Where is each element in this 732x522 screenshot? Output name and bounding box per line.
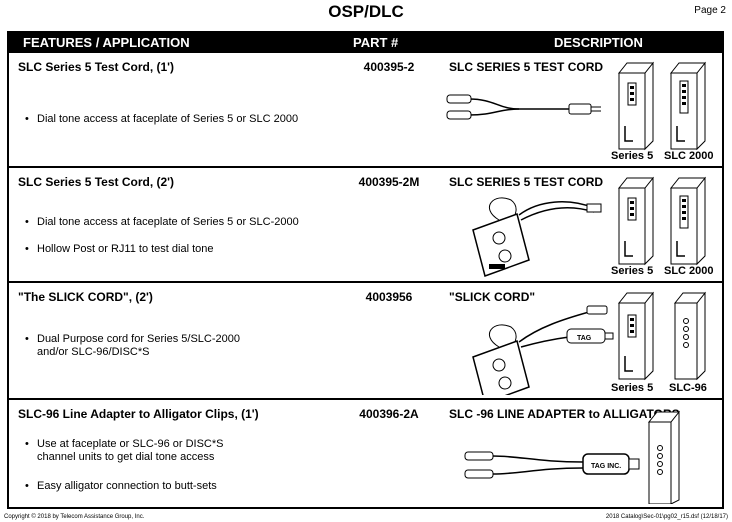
- table-row: SLC Series 5 Test Cord, (2') 400395-2M S…: [9, 168, 722, 283]
- bullet-item: Dial tone access at faceplate of Series …: [25, 113, 298, 126]
- series5-slc2000-faceplates-illustration: [617, 61, 707, 151]
- caption-series5: Series 5: [611, 265, 654, 277]
- page-number: Page 2: [694, 5, 726, 16]
- caption-slc2000: SLC 2000: [664, 265, 714, 277]
- header-description: DESCRIPTION: [554, 35, 643, 50]
- slick-cord-illustration: TAG: [472, 305, 614, 395]
- table-row: SLC Series 5 Test Cord, (1') 400395-2 SL…: [9, 53, 722, 168]
- header-features: FEATURES / APPLICATION: [23, 35, 190, 50]
- header-part: PART #: [353, 35, 399, 50]
- feature-title: SLC-96 Line Adapter to Alligator Clips, …: [18, 407, 259, 421]
- caption-slc2000: SLC 2000: [664, 150, 714, 162]
- caption-series5: Series 5: [611, 150, 654, 162]
- bullet-item: Easy alligator connection to butt-sets: [25, 480, 217, 493]
- part-number: 400395-2M: [358, 175, 420, 189]
- feature-title: SLC Series 5 Test Cord, (2'): [18, 175, 175, 189]
- part-number: 400396-2A: [359, 407, 419, 421]
- bullet-item: Dual Purpose cord for Series 5/SLC-2000a…: [25, 333, 240, 359]
- caption-series5: Series 5: [611, 382, 654, 394]
- description-title: SLC SERIES 5 TEST CORD: [449, 60, 604, 74]
- bullet-item: Hollow Post or RJ11 to test dial tone: [25, 243, 214, 256]
- series5-slc96-faceplates-illustration: [617, 291, 707, 381]
- bullet-item: Dial tone access at faceplate of Series …: [25, 216, 299, 229]
- file-path-footer: 2018 Catalog\Sec-01\pg02_r15.dsf (12/18/…: [605, 514, 728, 520]
- part-number: 4003956: [365, 290, 413, 304]
- tag-label: TAG: [577, 335, 592, 342]
- part-number: 400395-2: [363, 60, 415, 74]
- plug-adapter-cord-illustration: [472, 197, 602, 277]
- feature-title: SLC Series 5 Test Cord, (1'): [18, 60, 175, 74]
- series5-slc2000-faceplates-illustration: [617, 176, 707, 266]
- table-row: SLC-96 Line Adapter to Alligator Clips, …: [9, 400, 722, 507]
- caption-slc96: SLC-96: [669, 382, 707, 394]
- feature-title: "The SLICK CORD", (2'): [18, 290, 153, 304]
- page-title: OSP/DLC: [328, 2, 404, 21]
- table-row: "The SLICK CORD", (2') 4003956 "SLICK CO…: [9, 283, 722, 400]
- line-adapter-alligator-illustration: TAG INC.: [464, 451, 640, 479]
- description-title: SLC -96 LINE ADAPTER to ALLIGATORS: [449, 407, 680, 421]
- bullet-item: Use at faceplate or SLC-96 or DISC*Schan…: [25, 438, 223, 464]
- product-table: FEATURES / APPLICATION PART # DESCRIPTIO…: [7, 31, 724, 509]
- table-header: FEATURES / APPLICATION PART # DESCRIPTIO…: [9, 33, 722, 53]
- description-title: SLC SERIES 5 TEST CORD: [449, 175, 604, 189]
- slc96-faceplate-illustration: [647, 410, 681, 504]
- description-title: "SLICK CORD": [449, 290, 536, 304]
- copyright-footer: Copyright © 2018 by Telecom Assistance G…: [4, 514, 145, 520]
- test-cord-illustration: [446, 94, 601, 120]
- tag-inc-label: TAG INC.: [591, 463, 621, 470]
